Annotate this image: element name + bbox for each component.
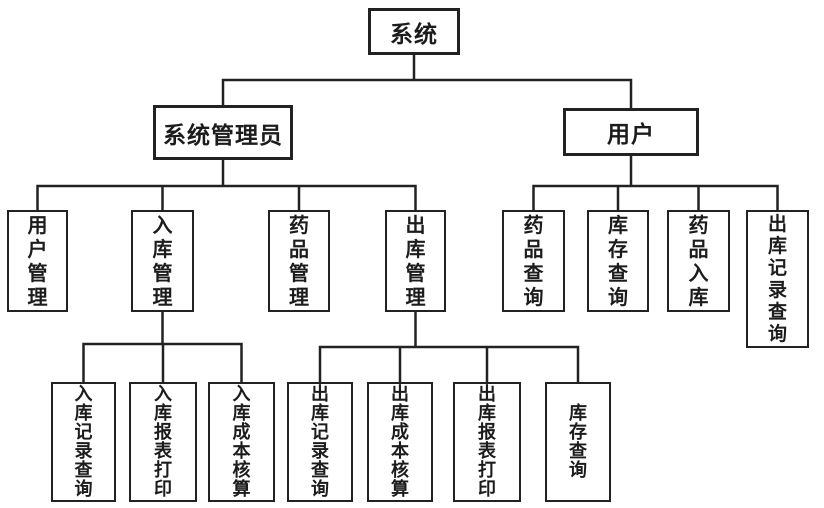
node-outbound-record-query-user-label: 出库记录查询 [767,213,787,345]
node-system-admin: 系统管理员 [153,105,293,160]
node-outbound-cost-accounting: 出库成本核算 [367,382,433,502]
node-user: 用户 [563,108,699,156]
node-inbound-management: 入库管理 [131,210,194,312]
node-inbound-record-query-label: 入库记录查询 [74,384,93,500]
node-inbound-cost-accounting-label: 入库成本核算 [232,384,251,500]
node-drug-management: 药品管理 [268,210,330,312]
node-drug-inbound: 药品入库 [667,210,730,312]
connector-inbound-to-children [82,310,243,384]
node-outbound-cost-accounting-label: 出库成本核算 [391,384,409,500]
connector-outbound-to-children [318,310,580,384]
node-stock-query-label: 库存查询 [608,213,628,309]
node-outbound-report-print-label: 出库报表打印 [478,384,496,500]
node-stock-query-outbound: 库存查询 [545,382,611,502]
node-stock-query-outbound-label: 库存查询 [569,403,587,481]
node-stock-query: 库存查询 [587,210,649,312]
node-inbound-report-print: 入库报表打印 [129,382,197,502]
node-drug-inbound-label: 药品入库 [688,213,709,309]
node-user-label: 用户 [607,122,655,148]
node-system-admin-label: 系统管理员 [163,122,283,149]
node-inbound-cost-accounting: 入库成本核算 [208,382,275,502]
node-drug-query-label: 药品查询 [523,213,544,309]
node-user-management-label: 用户管理 [27,213,48,309]
node-outbound-management: 出库管理 [385,210,446,312]
node-system: 系统 [368,8,460,55]
connector-user-to-children [532,154,779,212]
node-drug-query: 药品查询 [502,210,565,312]
node-drug-management-label: 药品管理 [289,213,309,309]
node-outbound-record-query-label: 出库记录查询 [311,384,329,500]
node-outbound-record-query: 出库记录查询 [287,382,353,502]
node-inbound-management-label: 入库管理 [152,213,173,309]
node-user-management: 用户管理 [7,210,68,312]
node-system-label: 系统 [390,21,438,48]
connector-root-to-level2 [221,52,633,110]
connector-admin-to-children [36,158,417,212]
node-inbound-record-query: 入库记录查询 [51,382,116,502]
node-inbound-report-print-label: 入库报表打印 [154,384,172,500]
node-outbound-management-label: 出库管理 [405,213,426,309]
node-outbound-record-query-user: 出库记录查询 [746,210,809,348]
node-outbound-report-print: 出库报表打印 [453,382,521,502]
